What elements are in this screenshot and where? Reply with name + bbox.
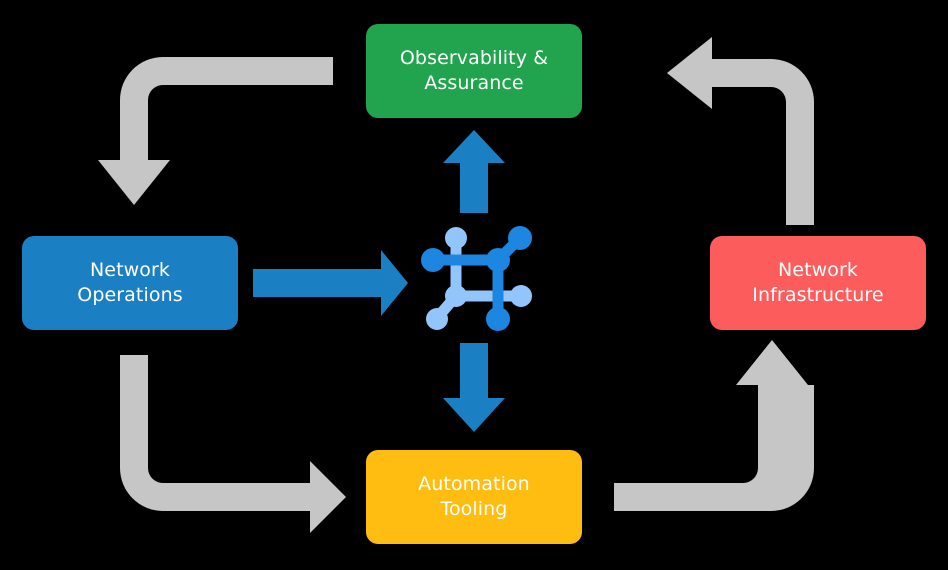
node-box-infrastructure[interactable]: Network Infrastructure <box>710 236 926 330</box>
node-label-infrastructure-line1: Network <box>777 258 858 281</box>
arrow-infrastructure-to-observability <box>667 37 814 225</box>
node-box-observability[interactable]: Observability & Assurance <box>366 24 582 118</box>
node-box-operations[interactable]: Network Operations <box>22 236 238 330</box>
network-topology-icon <box>421 226 532 331</box>
arrow-automation-to-infrastructure <box>614 340 814 511</box>
node-label-automation-line1: Automation <box>418 472 530 495</box>
arrow-operations-to-automation <box>120 355 346 533</box>
node-label-infrastructure-line2: Infrastructure <box>752 284 884 306</box>
node-label-automation-line2: Tooling <box>440 498 508 520</box>
node-label-observability-line2: Assurance <box>424 72 524 94</box>
arrow-operations-to-core <box>253 250 408 316</box>
arrow-observability-to-operations <box>98 57 333 205</box>
node-label-observability-line1: Observability & <box>399 46 549 69</box>
node-box-automation[interactable]: Automation Tooling <box>366 450 582 544</box>
arrow-core-to-observability <box>443 130 505 213</box>
arrow-core-to-automation <box>443 343 505 432</box>
node-label-operations-line1: Network <box>89 258 171 281</box>
node-label-operations-line2: Operations <box>77 284 183 306</box>
